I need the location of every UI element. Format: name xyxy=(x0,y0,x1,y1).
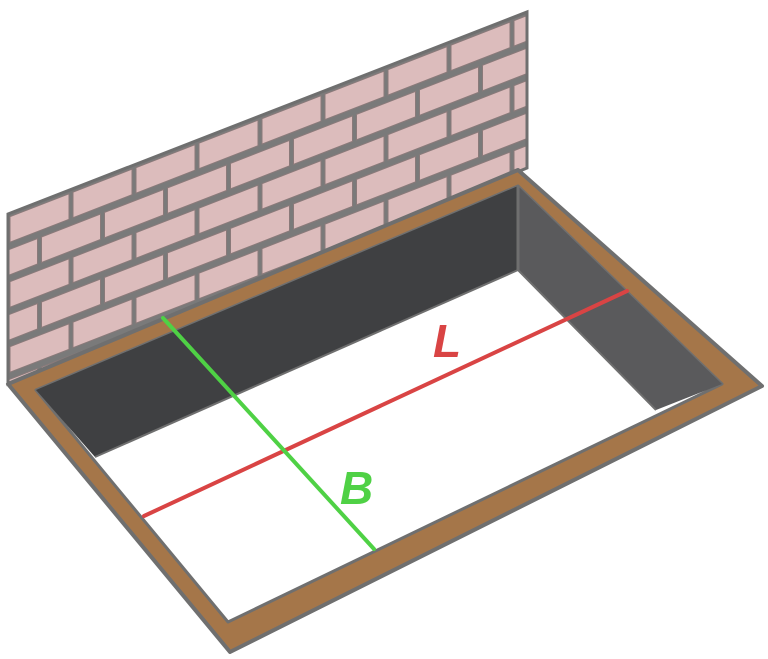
brick xyxy=(8,302,38,353)
brick xyxy=(387,45,448,96)
brick xyxy=(230,204,290,255)
brick xyxy=(9,193,70,243)
brick xyxy=(513,61,527,112)
brick xyxy=(72,298,133,349)
brick xyxy=(577,38,636,86)
brick xyxy=(324,70,385,121)
brick xyxy=(104,253,164,304)
brick xyxy=(135,143,196,194)
breadth-label: B xyxy=(340,462,373,514)
brick xyxy=(546,83,605,132)
brick xyxy=(198,119,259,170)
brick xyxy=(41,213,101,264)
pit-side-wall xyxy=(518,186,722,410)
brick xyxy=(198,184,259,235)
brick xyxy=(104,188,164,239)
brick xyxy=(0,283,6,331)
brick xyxy=(450,21,511,72)
brick xyxy=(198,249,259,300)
brick xyxy=(577,103,636,151)
brick xyxy=(419,131,479,182)
brick xyxy=(0,413,6,461)
length-label: L xyxy=(433,315,461,367)
brick xyxy=(261,94,322,145)
brick xyxy=(356,90,416,141)
brick xyxy=(8,237,38,288)
brick xyxy=(293,180,353,231)
brick xyxy=(135,273,196,324)
brick xyxy=(513,126,527,177)
brick xyxy=(324,135,385,186)
brick xyxy=(9,258,70,308)
breadth-dimension-line xyxy=(161,316,376,551)
brick xyxy=(0,218,6,266)
brick xyxy=(261,159,322,210)
pit-interior xyxy=(34,184,724,624)
brick xyxy=(513,12,527,47)
length-dimension-line xyxy=(142,289,629,518)
brick xyxy=(356,155,416,206)
brick xyxy=(72,233,133,284)
brick xyxy=(135,208,196,259)
brick xyxy=(419,66,479,117)
brick xyxy=(72,168,133,219)
brick xyxy=(577,0,636,22)
brick xyxy=(167,229,227,280)
brick xyxy=(41,278,101,329)
pit-back-wall xyxy=(36,186,518,457)
brick xyxy=(293,115,353,166)
brick xyxy=(387,110,448,161)
brick xyxy=(230,139,290,190)
brick xyxy=(546,148,605,197)
brick xyxy=(9,323,70,373)
brick xyxy=(546,18,605,67)
brick xyxy=(577,168,636,216)
brick xyxy=(0,348,6,396)
brick xyxy=(450,86,511,137)
brick xyxy=(167,164,227,215)
